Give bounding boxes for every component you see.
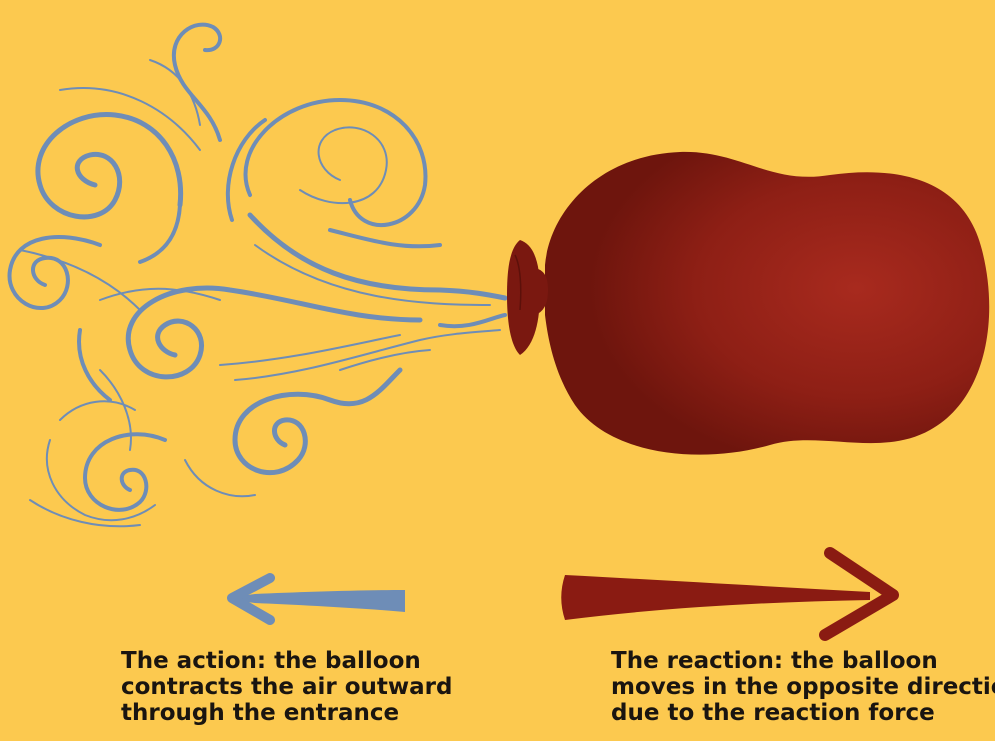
- action-caption-line-2: contracts the air outward: [121, 674, 452, 700]
- action-caption-line-1: The action: the balloon: [121, 648, 452, 674]
- action-caption-line-3: through the entrance: [121, 700, 452, 726]
- reaction-caption-line-1: The reaction: the balloon: [611, 648, 995, 674]
- action-caption: The action: the balloon contracts the ai…: [121, 648, 452, 726]
- reaction-caption: The reaction: the balloon moves in the o…: [611, 648, 995, 726]
- balloon-icon: [507, 152, 989, 455]
- reaction-caption-line-3: due to the reaction force: [611, 700, 995, 726]
- reaction-caption-line-2: moves in the opposite direction: [611, 674, 995, 700]
